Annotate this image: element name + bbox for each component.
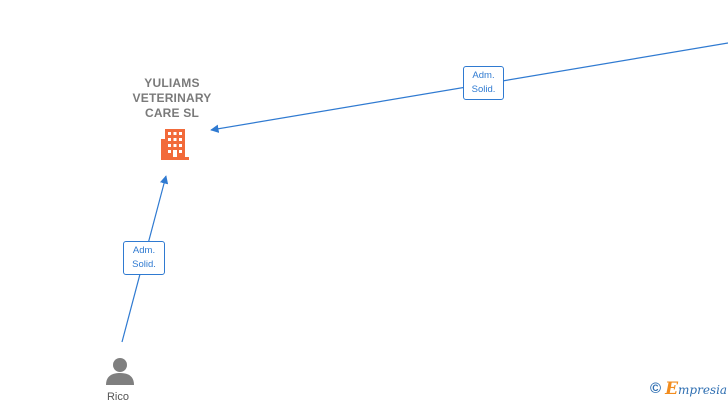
edge-label-external[interactable]: Adm. Solid. <box>463 66 504 100</box>
edge-label-line-2: Solid. <box>132 259 156 270</box>
company-name-line-1: YULIAMS <box>144 76 200 90</box>
empresia-watermark: © Empresia <box>650 379 727 399</box>
brand-initial: E <box>665 378 679 399</box>
edge-label-person[interactable]: Adm. Solid. <box>123 241 165 275</box>
copyright-icon: © <box>650 380 662 397</box>
brand-logo: Empresia <box>665 380 727 399</box>
edge-label-line-2: Solid. <box>471 84 496 95</box>
edge-label-line-1: Adm. <box>472 70 495 81</box>
person-name[interactable]: Rico <box>106 391 129 403</box>
office-building-icon[interactable] <box>158 127 192 161</box>
brand-rest: mpresia <box>678 382 728 397</box>
company-name-line-3: CARE SL <box>144 106 200 120</box>
person-icon[interactable] <box>104 355 136 387</box>
edge-label-line-1: Adm. <box>132 245 156 256</box>
company-name[interactable]: YULIAMS VETERINARY CARE SL <box>122 76 222 121</box>
company-name-line-2: VETERINARY <box>132 91 212 105</box>
